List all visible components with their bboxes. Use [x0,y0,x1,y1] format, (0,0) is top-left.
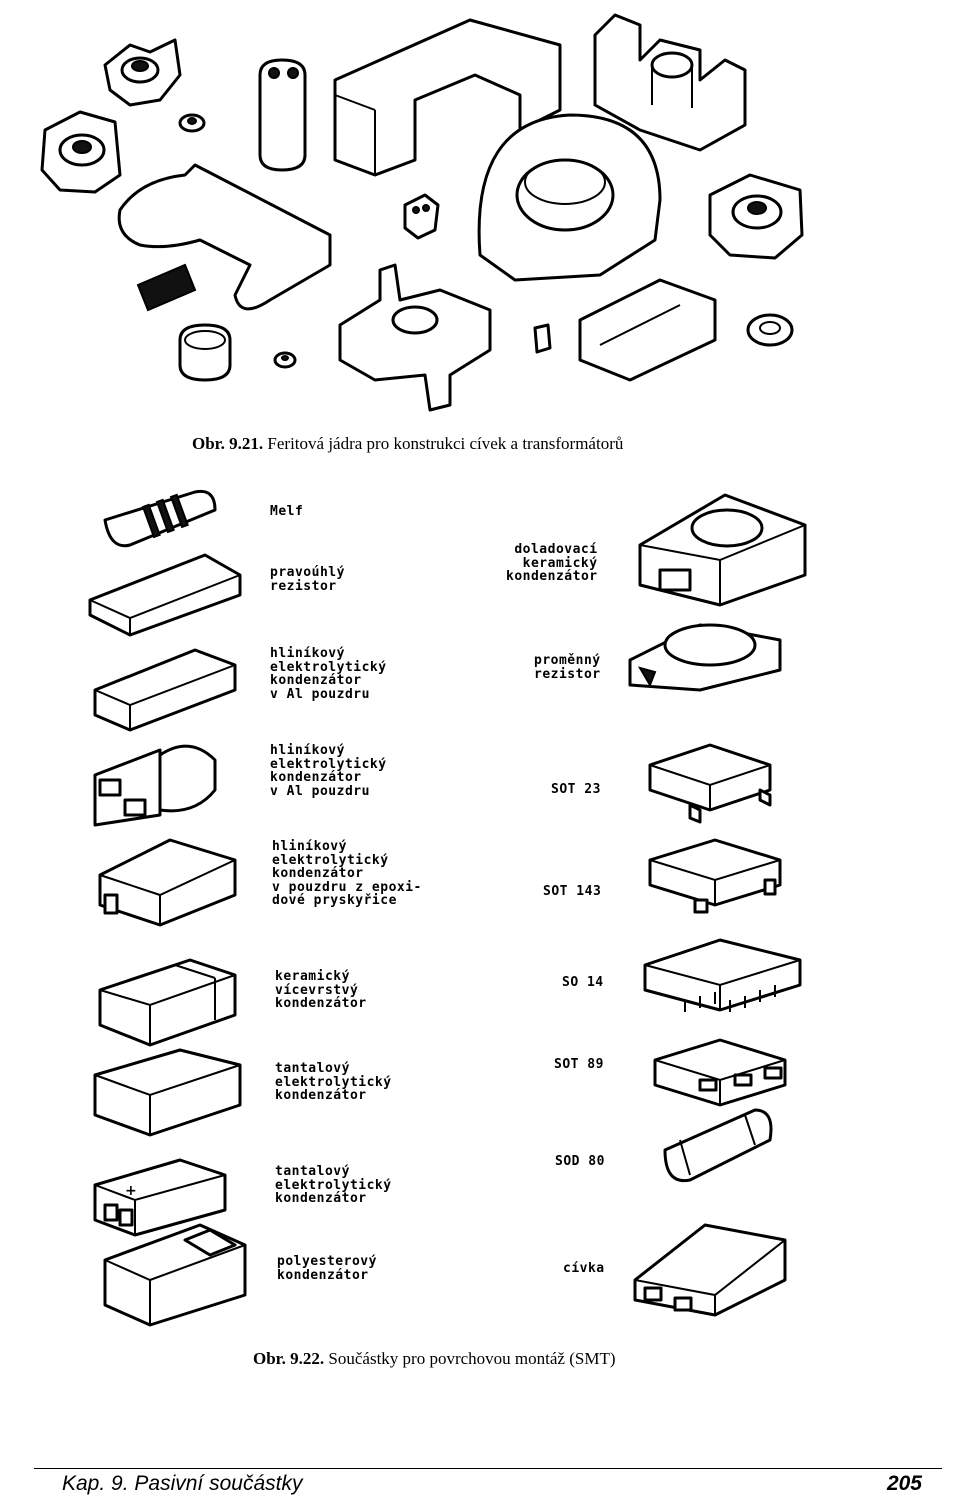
ring-core-right [746,313,794,347]
threaded-core [136,263,197,312]
plus-sign: + [125,1183,137,1199]
label-coil: cívka [563,1261,605,1276]
tantal-1-drawing [93,1048,242,1137]
figure-caption-text: Feritová jádra pro konstrukci cívek a tr… [267,434,624,453]
label-tantal-2: tantalový elektrolytický kondenzátor [275,1164,392,1206]
figure-number: Obr. 9.22. [253,1349,325,1368]
label-sot143: SOT 143 [543,884,602,899]
rect-resistor-drawing [88,553,242,637]
polyester-drawing [103,1223,247,1327]
angled-core [117,163,332,311]
label-trim-cap: doladovací keramický kondenzátor [506,542,598,584]
sot89-drawing [653,1038,787,1107]
page-number: 205 [886,1472,922,1495]
tantal-2-drawing: + [93,1158,227,1237]
melf-drawing [103,489,217,548]
figure-9-21-caption: Obr. 9.21. Feritová jádra pro konstrukci… [192,434,623,454]
label-al-elyt-epoxy: hliníkový elektrolytický kondenzátor v p… [272,839,422,908]
label-ceramic-multi: keramický vícevrstvý kondenzátor [275,969,367,1011]
figure-caption-text: Součástky pro povrchovou montáž (SMT) [328,1349,616,1368]
ring-core-left [178,323,232,382]
u-core-large [333,18,562,177]
bead-small-2 [273,351,297,369]
label-so14: SO 14 [562,975,604,990]
smt-components-figure: + [88,489,807,1327]
two-hole-core [258,58,307,172]
ferrite-bead-small [178,113,206,133]
sod80-drawing [663,1108,773,1183]
footer-chapter: Kap. 9. Pasivní součástky [62,1472,303,1495]
coil-drawing [633,1223,787,1317]
bobbin-core-small [403,193,440,240]
label-al-elyt-2: hliníkový elektrolytický kondenzátor v A… [270,743,387,799]
al-elyt-2-drawing [93,744,217,827]
label-sod80: SOD 80 [555,1154,605,1169]
label-tantal-1: tantalový elektrolytický kondenzátor [275,1061,392,1103]
figure-number: Obr. 9.21. [192,434,264,453]
e-core [593,13,747,152]
pot-core-right [708,173,804,260]
label-polyester: polyesterový kondenzátor [277,1254,377,1283]
al-elyt-1-drawing [93,648,237,732]
figure-9-22-caption: Obr. 9.22. Součástky pro povrchovou mont… [253,1349,616,1369]
cross-core [338,263,492,412]
pot-core-left [40,110,122,194]
label-var-resistor: proměnný rezistor [534,653,601,682]
label-sot89: SOT 89 [554,1057,604,1072]
u-core-right [578,278,717,382]
pin-core [533,323,552,354]
label-rect-resistor: pravoúhlý rezistor [270,565,345,594]
pot-core-small-top [103,38,182,107]
al-elyt-epoxy-drawing [98,838,237,927]
sot23-drawing [648,743,772,824]
label-al-elyt-1: hliníkový elektrolytický kondenzátor v A… [270,646,387,702]
footer-rule [34,1468,942,1469]
trim-cap-drawing [638,493,807,607]
label-sot23: SOT 23 [551,782,601,797]
label-melf: Melf [270,504,304,519]
so14-drawing [643,938,802,1012]
var-resistor-drawing [628,623,782,692]
pot-core-large [477,113,662,282]
ceramic-multi-drawing [98,958,237,1047]
sot143-drawing [648,838,782,914]
ferrite-cores-figure [40,13,804,412]
